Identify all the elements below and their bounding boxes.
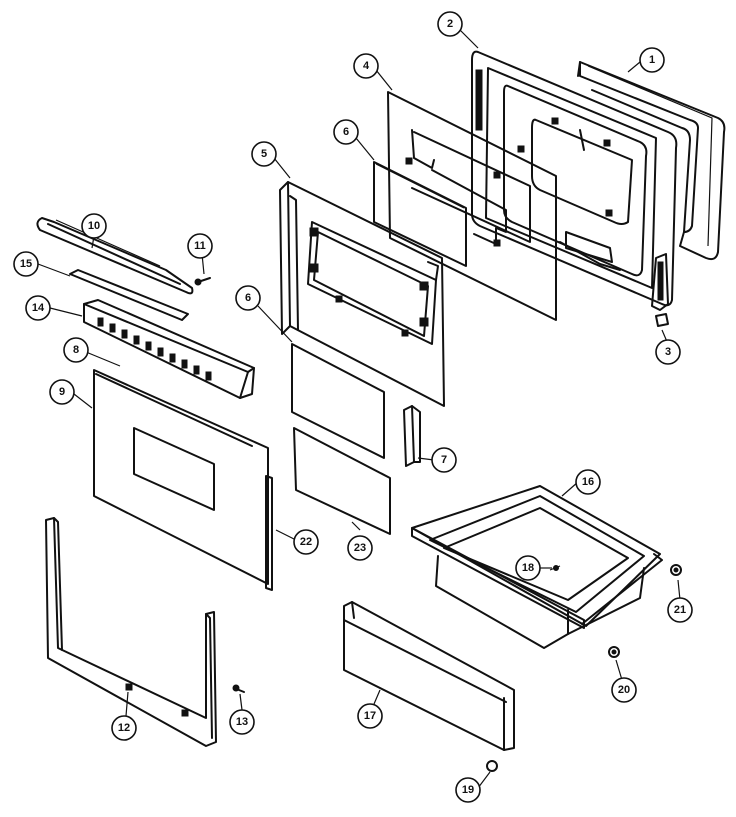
callout-17: 17: [357, 703, 383, 729]
part-21-drawer-roller-nut: [670, 564, 682, 576]
part-6-upper-door-glass: [373, 161, 467, 267]
svg-text:3: 3: [665, 346, 671, 358]
callout-7: 7: [431, 447, 457, 473]
svg-text:2: 2: [447, 18, 453, 30]
callout-3: 3: [655, 339, 681, 365]
svg-text:5: 5: [261, 148, 267, 160]
part-4-door-liner: [387, 91, 557, 321]
callout-22: 22: [293, 529, 319, 555]
callout-18: 18: [515, 555, 541, 581]
svg-text:6: 6: [245, 292, 251, 304]
part-23-inner-glass: [293, 427, 391, 535]
callout-6-upper: 6: [333, 119, 359, 145]
svg-text:21: 21: [674, 604, 686, 616]
part-10-door-handle: [36, 217, 194, 295]
part-2-inner-door-panel: [471, 50, 678, 307]
part-6-lower-door-glass: [291, 343, 385, 459]
part-3-door-hinge: [651, 253, 669, 327]
svg-text:23: 23: [354, 542, 366, 554]
svg-text:18: 18: [522, 562, 534, 574]
svg-text:17: 17: [364, 710, 376, 722]
part-1-door-gasket-frame: [577, 61, 726, 261]
callout-5: 5: [251, 141, 277, 167]
callout-6-lower: 6: [235, 285, 261, 311]
callout-1: 1: [639, 47, 665, 73]
callout-4: 4: [353, 53, 379, 79]
callout-10: 10: [81, 213, 107, 239]
svg-text:4: 4: [363, 60, 370, 72]
part-9-outer-door-panel: [93, 369, 269, 585]
callout-8: 8: [63, 337, 89, 363]
svg-text:15: 15: [20, 258, 32, 270]
svg-text:9: 9: [59, 386, 65, 398]
callout-23: 23: [347, 535, 373, 561]
svg-text:1: 1: [649, 54, 655, 66]
part-14-vent-panel: [83, 299, 255, 399]
svg-text:10: 10: [88, 220, 100, 232]
part-16-storage-drawer: [411, 485, 663, 649]
svg-text:22: 22: [300, 536, 312, 548]
callout-16: 16: [575, 469, 601, 495]
callout-15: 15: [13, 251, 39, 277]
part-15-handle-trim: [69, 269, 189, 321]
svg-text:6: 6: [343, 126, 349, 138]
part-7-side-bracket: [403, 405, 421, 467]
svg-text:14: 14: [32, 302, 45, 314]
callout-2: 2: [437, 11, 463, 37]
part-11-handle-screw: [194, 277, 211, 286]
callout-19: 19: [455, 777, 481, 803]
callout-13: 13: [229, 709, 255, 735]
callout-12: 12: [111, 715, 137, 741]
part-5-door-frame: [279, 181, 445, 407]
callout-9: 9: [49, 379, 75, 405]
part-19-drawer-bumper: [486, 760, 498, 772]
callout-11: 11: [187, 233, 213, 259]
svg-text:7: 7: [441, 454, 447, 466]
callout-20: 20: [611, 677, 637, 703]
part-20-drawer-roller: [608, 646, 620, 658]
part-13-frame-screw: [232, 684, 245, 693]
callout-14: 14: [25, 295, 51, 321]
svg-text:11: 11: [194, 240, 206, 252]
part-12-lower-frame: [45, 517, 217, 747]
part-22-door-trim-strip: [265, 475, 273, 591]
svg-text:19: 19: [462, 784, 474, 796]
leader-lines: [37, 29, 681, 789]
part-17-drawer-front-panel: [343, 601, 515, 751]
svg-text:8: 8: [73, 344, 79, 356]
svg-text:16: 16: [582, 476, 594, 488]
svg-text:12: 12: [118, 722, 130, 734]
callout-21: 21: [667, 597, 693, 623]
svg-text:20: 20: [618, 684, 630, 696]
svg-text:13: 13: [236, 716, 248, 728]
